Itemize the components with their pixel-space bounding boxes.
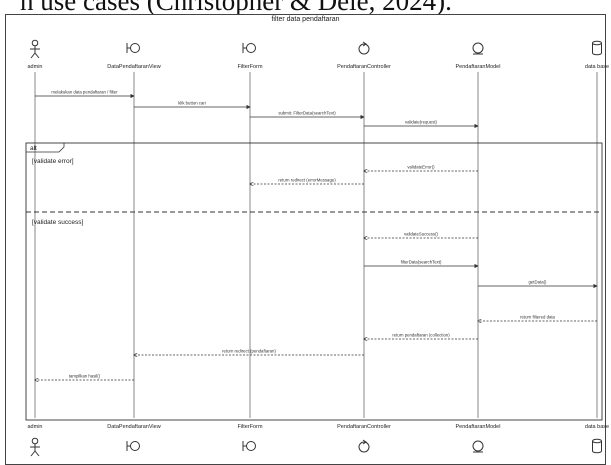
message-label: klik button cari (178, 101, 206, 106)
participant-label-bottom: FilterForm (237, 424, 262, 430)
actor-leg-right (34, 450, 40, 457)
message-label: melakukan data pendaftaran / filter (51, 90, 118, 95)
database-body (592, 441, 602, 454)
actor-head (31, 437, 39, 445)
database-top (592, 438, 602, 444)
message-label: validateSuccess() (404, 232, 438, 237)
message-label: getData() (529, 280, 547, 285)
guard-label: [validate success] (32, 219, 83, 226)
participant-label-bottom: DataPendaftaranView (107, 424, 160, 430)
actor-leg-left (30, 450, 36, 457)
guard-label: [validate error] (32, 158, 74, 165)
participant-label-top: admin (28, 64, 43, 70)
participant-label-bottom: PendaftaranModel (456, 424, 501, 430)
control-circle (358, 441, 370, 453)
entity-circle (472, 42, 484, 54)
actor-leg-right (34, 52, 40, 59)
boundary-circle (130, 43, 140, 53)
actor-icon (30, 39, 40, 59)
boundary-icon (242, 43, 256, 53)
message-label: return redirect (pendaftaran) (222, 349, 276, 354)
entity-icon (472, 42, 484, 55)
boundary-icon (242, 441, 256, 451)
alt-fragment-tab (26, 143, 65, 153)
alt-fragment-frame (25, 142, 603, 421)
message-label: validateError() (407, 165, 435, 170)
diagram-frame (5, 14, 606, 465)
participant-label-top: PendaftaranModel (456, 64, 501, 70)
control-arrow (362, 439, 367, 445)
message-label: filterData(searchText) (401, 260, 442, 265)
participant-label-top: data base (585, 64, 609, 70)
control-icon (358, 439, 370, 453)
boundary-icon (126, 43, 140, 53)
message-label: tampilkan hasil() (69, 374, 101, 379)
control-icon (358, 41, 370, 55)
boundary-icon (126, 441, 140, 451)
message-label: return pendaftaran (collection) (392, 333, 450, 338)
actor-head (31, 39, 39, 47)
database-icon (592, 438, 602, 454)
diagram-title: filter data pendaftaran (271, 16, 340, 23)
participant-label-bottom: PendaftaranController (337, 424, 391, 430)
participant-label-top: PendaftaranController (337, 64, 391, 70)
participant-label-top: DataPendaftaranView (107, 64, 160, 70)
control-arrow (362, 41, 367, 47)
message-label: return filtered data (520, 315, 555, 320)
caption-text: n use cases (Christopher & Dele, 2024). (20, 0, 452, 14)
database-top (592, 40, 602, 46)
entity-icon (472, 440, 484, 453)
participant-label-bottom: data base (585, 424, 609, 430)
message-label: submit: FilterData(searchText) (278, 111, 336, 116)
boundary-circle (130, 441, 140, 451)
control-circle (358, 43, 370, 55)
message-label: validate(request) (405, 120, 438, 125)
database-body (592, 43, 602, 56)
actor-icon (30, 437, 40, 457)
entity-circle (472, 440, 484, 452)
database-icon (592, 40, 602, 56)
participant-label-bottom: admin (28, 424, 43, 430)
actor-leg-left (30, 52, 36, 59)
boundary-circle (246, 43, 256, 53)
page-caption: n use cases (Christopher & Dele, 2024). (0, 0, 611, 14)
message-label: return redirect (errorMessage) (278, 178, 336, 183)
boundary-circle (246, 441, 256, 451)
participant-label-top: FilterForm (237, 64, 262, 70)
alt-operator-label: alt (30, 145, 37, 152)
